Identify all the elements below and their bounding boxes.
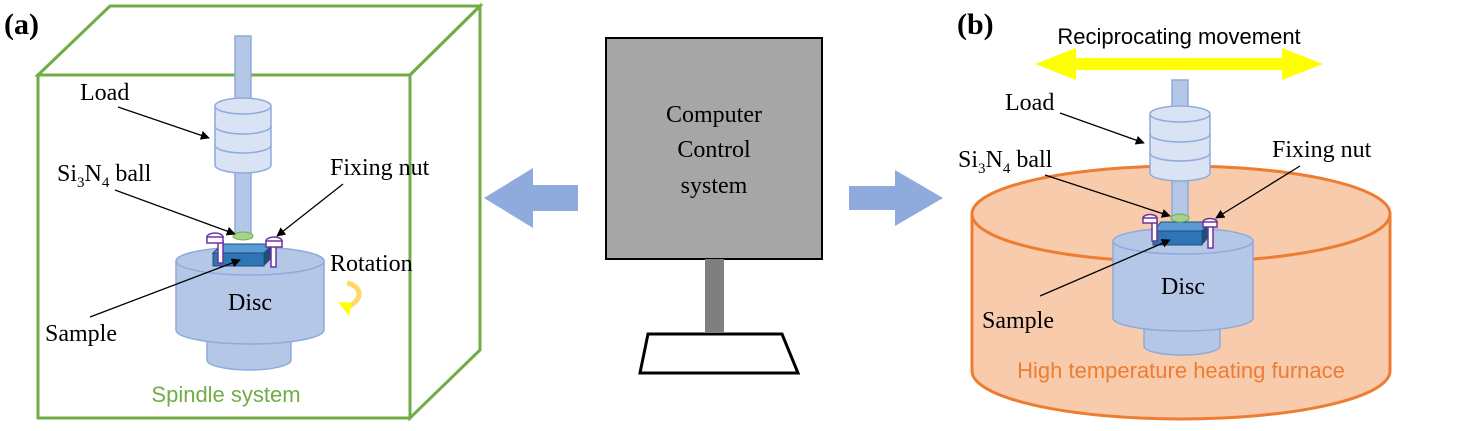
- reciprocating-movement-label: Reciprocating movement: [1057, 24, 1300, 49]
- disc-label-b: Disc: [1161, 274, 1205, 300]
- panel-b: (b) Reciprocating movement Disc: [957, 8, 1392, 421]
- monitor-base: [638, 332, 801, 375]
- computer-monitor: Computer Control system: [605, 37, 823, 375]
- fixing-nut-right-a: [265, 236, 283, 268]
- panel-b-tag: (b): [957, 8, 994, 41]
- load-label-a: Load: [80, 80, 129, 106]
- fixing-nut-left-b: [1142, 213, 1158, 242]
- panel-a: (a) Disc: [4, 2, 484, 422]
- computer-label-line1: Computer: [666, 102, 762, 128]
- disc-a: [175, 246, 325, 371]
- panel-a-tag: (a): [4, 8, 39, 41]
- si3n4-ball-label-a: Si3N4 ball: [57, 161, 152, 191]
- computer-label-line2: Control: [677, 137, 751, 163]
- fixing-nut-label-b: Fixing nut: [1272, 137, 1372, 163]
- rotation-label: Rotation: [330, 251, 413, 277]
- load-weight-a: [214, 97, 272, 174]
- load-label-b: Load: [1005, 90, 1054, 116]
- spindle-system-label: Spindle system: [151, 382, 300, 407]
- furnace-label: High temperature heating furnace: [1017, 358, 1345, 383]
- left-block-arrow-icon: [484, 168, 578, 228]
- leader-lines-a: [89, 106, 344, 318]
- si3n4-ball-label-b: Si3N4 ball: [958, 147, 1053, 177]
- si3n4-ball-a: [232, 231, 254, 241]
- right-block-arrow-icon: [849, 170, 943, 226]
- fixing-nut-right-b: [1202, 217, 1218, 249]
- leader-lines-b: [1039, 112, 1301, 297]
- fixing-nut-label-a: Fixing nut: [330, 155, 430, 181]
- fixing-nut-left-a: [206, 232, 224, 264]
- sample-b: [1151, 221, 1212, 246]
- spindle-system-box: [34, 2, 484, 422]
- disc-label-a: Disc: [228, 290, 272, 316]
- computer-label-line3: system: [681, 173, 748, 199]
- reciprocating-arrow-icon: [1035, 48, 1323, 80]
- sample-label-a: Sample: [45, 321, 117, 347]
- load-weight-b: [1149, 105, 1211, 182]
- sample-label-b: Sample: [982, 308, 1054, 334]
- si3n4-ball-b: [1170, 213, 1190, 223]
- rotation-arrowhead-icon: [338, 302, 352, 316]
- monitor-stand: [705, 259, 724, 332]
